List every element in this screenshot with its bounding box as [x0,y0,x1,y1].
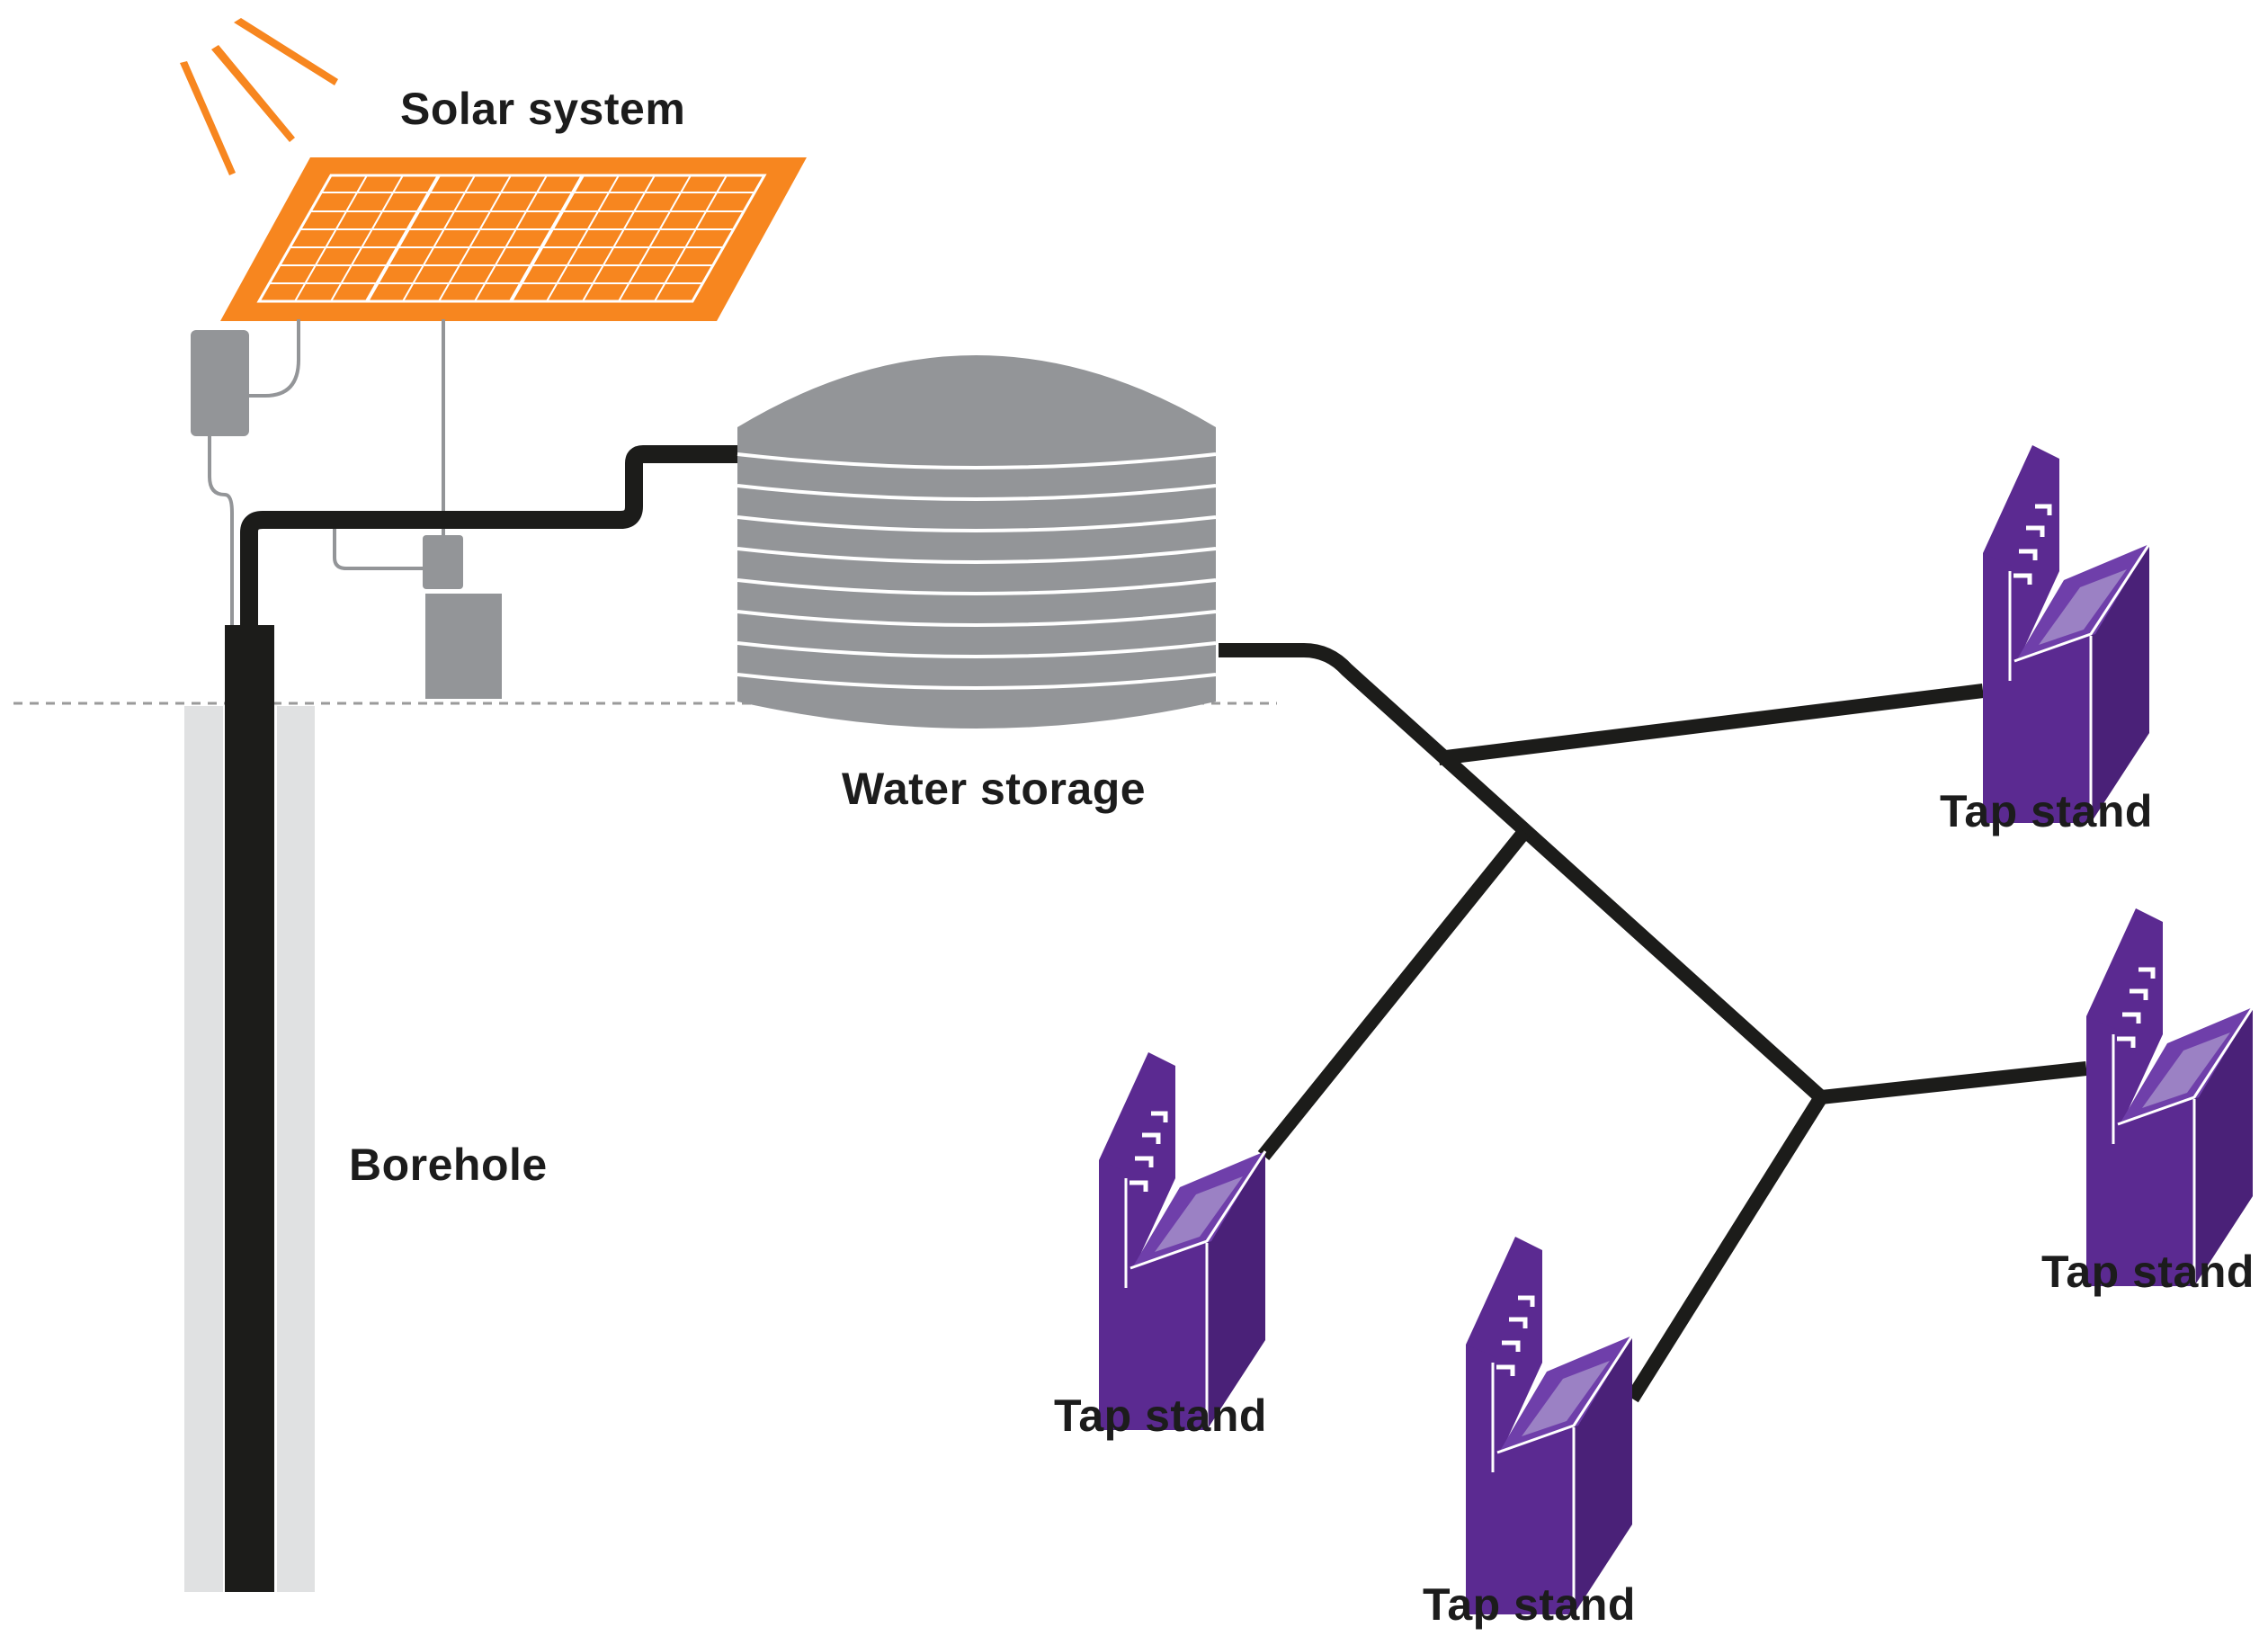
tap-stand-label-3: Tap stand [1054,1390,1267,1441]
borehole-label: Borehole [349,1140,548,1190]
solar-system-label: Solar system [400,84,686,134]
distribution-pipes [1219,643,2087,1403]
tap-stand-label-4: Tap stand [1423,1579,1636,1630]
pipe-borehole-to-tank [240,445,737,628]
solar-panel-icon [220,157,807,321]
tap-stand-label-2: Tap stand [2041,1247,2255,1297]
sun-rays-icon [180,18,338,175]
tap-stand-icon-2 [2086,908,2253,1286]
water-storage-label: Water storage [842,764,1147,814]
borehole [184,625,315,1592]
control-box [423,535,463,589]
tap-stand-icon-4 [1466,1237,1632,1614]
water-tank-icon [737,355,1217,729]
tap-stand-icon-1 [1983,445,2149,823]
tap-stand-label-1: Tap stand [1940,786,2153,836]
wiring [208,319,445,625]
borehole-pipe [225,625,274,1592]
charge-controller-box [191,330,249,436]
tap-stand-icon-3 [1099,1052,1265,1430]
pump-controller-box [425,594,502,699]
